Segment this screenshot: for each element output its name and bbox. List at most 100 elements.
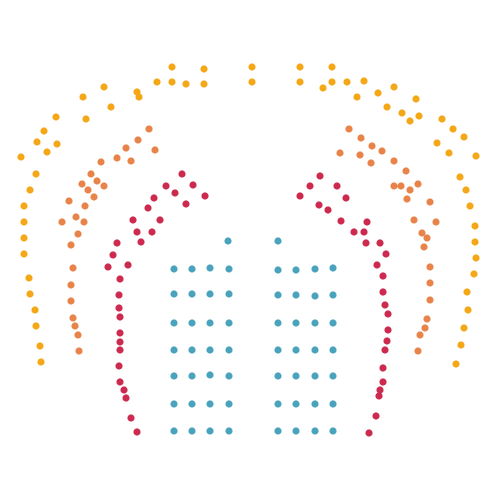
outer-ring-seat[interactable]	[449, 125, 457, 133]
inner-ring-seat[interactable]	[375, 392, 383, 400]
center-block-seat[interactable]	[206, 319, 214, 327]
center-block-seat[interactable]	[206, 264, 214, 272]
inner-ring-seat[interactable]	[116, 329, 124, 337]
outer-ring-seat[interactable]	[433, 139, 441, 147]
center-block-seat[interactable]	[170, 372, 178, 380]
outer-ring-seat[interactable]	[82, 115, 90, 123]
center-block-seat[interactable]	[292, 372, 300, 380]
middle-ring-seat[interactable]	[93, 177, 101, 185]
inner-ring-seat[interactable]	[296, 192, 304, 200]
inner-ring-seat[interactable]	[171, 189, 179, 197]
center-block-seat[interactable]	[329, 319, 337, 327]
middle-ring-seat[interactable]	[74, 230, 82, 238]
outer-ring-seat[interactable]	[328, 63, 336, 71]
outer-ring-seat[interactable]	[470, 270, 478, 278]
center-block-seat[interactable]	[206, 427, 214, 435]
inner-ring-seat[interactable]	[115, 304, 123, 312]
middle-ring-seat[interactable]	[410, 216, 418, 224]
outer-ring-seat[interactable]	[33, 138, 41, 146]
middle-ring-seat[interactable]	[127, 157, 135, 165]
outer-ring-seat[interactable]	[248, 78, 256, 86]
center-block-seat[interactable]	[329, 291, 337, 299]
middle-ring-seat[interactable]	[426, 263, 434, 271]
center-block-seat[interactable]	[225, 346, 233, 354]
outer-ring-seat[interactable]	[107, 103, 115, 111]
center-block-seat[interactable]	[188, 319, 196, 327]
middle-ring-seat[interactable]	[65, 197, 73, 205]
outer-ring-seat[interactable]	[36, 342, 44, 350]
inner-ring-seat[interactable]	[133, 228, 141, 236]
outer-ring-seat[interactable]	[438, 115, 446, 123]
outer-ring-seat[interactable]	[20, 218, 28, 226]
middle-ring-seat[interactable]	[87, 170, 95, 178]
center-block-seat[interactable]	[329, 400, 337, 408]
middle-ring-seat[interactable]	[345, 125, 353, 133]
inner-ring-seat[interactable]	[363, 218, 371, 226]
middle-ring-seat[interactable]	[81, 202, 89, 210]
middle-ring-seat[interactable]	[69, 264, 77, 272]
outer-ring-seat[interactable]	[200, 65, 208, 73]
middle-ring-seat[interactable]	[432, 218, 440, 226]
outer-ring-seat[interactable]	[168, 63, 176, 71]
center-block-seat[interactable]	[170, 265, 178, 273]
outer-ring-seat[interactable]	[412, 95, 420, 103]
center-block-seat[interactable]	[170, 319, 178, 327]
outer-ring-seat[interactable]	[456, 173, 464, 181]
inner-ring-seat[interactable]	[384, 310, 392, 318]
outer-ring-seat[interactable]	[463, 288, 471, 296]
inner-ring-seat[interactable]	[115, 291, 123, 299]
outer-ring-seat[interactable]	[319, 84, 327, 92]
outer-ring-seat[interactable]	[17, 153, 25, 161]
center-block-seat[interactable]	[274, 346, 282, 354]
inner-ring-seat[interactable]	[148, 228, 156, 236]
middle-ring-seat[interactable]	[134, 136, 142, 144]
outer-ring-seat[interactable]	[182, 80, 190, 88]
outer-ring-seat[interactable]	[353, 93, 361, 101]
inner-ring-seat[interactable]	[120, 386, 128, 394]
middle-ring-seat[interactable]	[113, 154, 121, 162]
center-block-seat[interactable]	[225, 372, 233, 380]
center-block-seat[interactable]	[274, 400, 282, 408]
center-block-seat[interactable]	[274, 372, 282, 380]
center-block-seat[interactable]	[170, 346, 178, 354]
inner-ring-seat[interactable]	[360, 228, 368, 236]
inner-ring-seat[interactable]	[324, 206, 332, 214]
outer-ring-seat[interactable]	[52, 113, 60, 121]
outer-ring-seat[interactable]	[472, 152, 480, 160]
middle-ring-seat[interactable]	[67, 241, 75, 249]
inner-ring-seat[interactable]	[306, 182, 314, 190]
inner-ring-seat[interactable]	[342, 194, 350, 202]
inner-ring-seat[interactable]	[372, 412, 380, 420]
outer-ring-seat[interactable]	[20, 234, 28, 242]
inner-ring-seat[interactable]	[113, 239, 121, 247]
inner-ring-seat[interactable]	[383, 337, 391, 345]
outer-ring-seat[interactable]	[79, 93, 87, 101]
outer-ring-seat[interactable]	[398, 109, 406, 117]
inner-ring-seat[interactable]	[201, 192, 209, 200]
inner-ring-seat[interactable]	[379, 288, 387, 296]
middle-ring-seat[interactable]	[368, 142, 376, 150]
center-block-seat[interactable]	[225, 400, 233, 408]
middle-ring-seat[interactable]	[416, 331, 424, 339]
middle-ring-seat[interactable]	[426, 198, 434, 206]
middle-ring-seat[interactable]	[426, 296, 434, 304]
middle-ring-seat[interactable]	[423, 315, 431, 323]
middle-ring-seat[interactable]	[336, 149, 344, 157]
outer-ring-seat[interactable]	[20, 250, 28, 258]
middle-ring-seat[interactable]	[403, 195, 411, 203]
inner-ring-seat[interactable]	[104, 263, 112, 271]
inner-ring-seat[interactable]	[116, 346, 124, 354]
middle-ring-seat[interactable]	[390, 182, 398, 190]
center-block-seat[interactable]	[311, 346, 319, 354]
inner-ring-seat[interactable]	[381, 301, 389, 309]
middle-ring-seat[interactable]	[406, 186, 414, 194]
inner-ring-seat[interactable]	[337, 217, 345, 225]
outer-ring-seat[interactable]	[296, 63, 304, 71]
center-block-seat[interactable]	[188, 290, 196, 298]
outer-ring-seat[interactable]	[457, 341, 465, 349]
inner-ring-seat[interactable]	[365, 429, 373, 437]
middle-ring-seat[interactable]	[67, 281, 75, 289]
inner-ring-seat[interactable]	[333, 182, 341, 190]
middle-ring-seat[interactable]	[423, 234, 431, 242]
center-block-seat[interactable]	[274, 291, 282, 299]
